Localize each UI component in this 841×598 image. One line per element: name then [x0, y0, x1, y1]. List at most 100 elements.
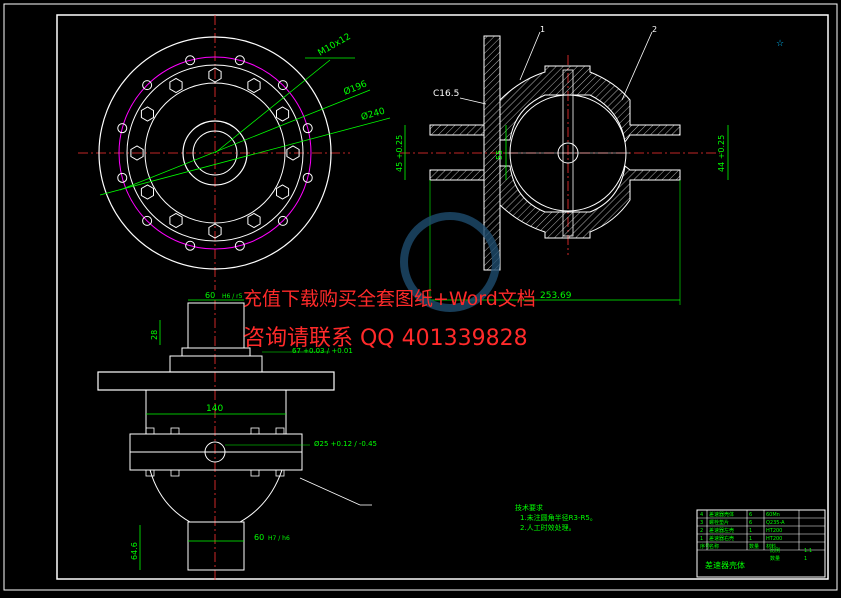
flange-outer-circle [98, 36, 332, 270]
bolt-head [130, 145, 144, 161]
dim-body: 140 [206, 404, 223, 414]
side-lower-flange-bottom [129, 451, 303, 471]
title-cell: HT200 [766, 528, 782, 534]
bolt-hole [234, 240, 245, 251]
bolt-head [208, 223, 222, 239]
title-cell: 差速器左壳 [709, 527, 734, 534]
bolt-head [169, 212, 183, 229]
title-cell: 差速器右壳 [709, 535, 734, 542]
dim-top-width: 60 [205, 291, 215, 300]
side-hub-ring [181, 347, 251, 357]
dim-bore-right: 44 +0.25 [717, 135, 726, 172]
left-shaft-top [429, 124, 485, 136]
side-leader-line [299, 477, 361, 506]
drawing-frame [56, 14, 829, 580]
bolt-hole [277, 80, 288, 91]
side-bolt-top [275, 427, 285, 435]
bore-inner-circle [192, 130, 238, 176]
title-cell: 材料 [766, 543, 776, 550]
side-bolt-bottom [170, 469, 180, 477]
title-sheet-label: 数量 [770, 555, 780, 562]
title-cell: Q235-A [766, 520, 785, 526]
bolt-hole [185, 55, 196, 66]
side-bolt-bottom [250, 469, 260, 477]
chamfer-leader [459, 97, 487, 105]
bolt-heads [130, 67, 300, 239]
bolt-head [140, 106, 154, 122]
leader-pcd [119, 89, 371, 191]
bolt-head [286, 145, 300, 161]
title-cell: 1 [749, 536, 752, 542]
watermark-line-2: 咨询请联系 QQ 401339828 [243, 326, 528, 351]
section-body-top [499, 65, 681, 144]
side-view: 60 H6 / r5 28 67 +0.03 / +0.01 140 Ø25 +… [97, 291, 377, 580]
bolt-hole [117, 172, 128, 183]
dim-bottom-width: 60 [254, 533, 264, 542]
title-cell: 序号 [700, 543, 710, 550]
side-bolt-top [170, 427, 180, 435]
outer-border [3, 3, 838, 591]
side-bottom-boss [187, 521, 245, 571]
flange-inner-circle [126, 64, 304, 242]
side-bolt-top [250, 427, 260, 435]
leader-2-line [621, 31, 653, 101]
bolt-hole [117, 123, 128, 134]
leader-2: 2 [652, 25, 657, 34]
title-cell: 螺栓垫片 [709, 519, 729, 526]
bolt-hole [302, 123, 313, 134]
hub-circle [144, 82, 286, 224]
title-part-name: 差速器壳体 [705, 560, 745, 570]
bolt-hole [142, 80, 153, 91]
left-shaft-bottom [429, 169, 485, 181]
title-cell: 名称 [709, 543, 719, 550]
leader-od [99, 117, 391, 196]
bolt-hole [234, 55, 245, 66]
dim-length: 253.69 [540, 291, 572, 301]
dim-bottom-tol: H7 / h6 [268, 535, 290, 542]
dim-top-tol: H6 / r5 [222, 293, 243, 300]
dim-inner: 55 [495, 150, 504, 160]
watermark-line-1: 充值下载购买全套图纸+Word文档 [243, 288, 536, 310]
leader-1-line [519, 31, 541, 81]
callout-thread: M10x12 [317, 32, 353, 59]
title-cell: 6 [749, 520, 752, 526]
bolt-hole [277, 215, 288, 226]
pitch-circle [118, 56, 312, 250]
side-bolts [145, 427, 285, 477]
bolt-head [247, 77, 261, 94]
dim-pin: Ø25 +0.12 / -0.45 [314, 440, 377, 448]
title-block-frame [696, 509, 826, 578]
title-scale-value: 1:1 [804, 548, 812, 554]
bore-outer-circle [182, 120, 248, 186]
bolt-hole [185, 240, 196, 251]
dim-top-height: 28 [150, 330, 159, 340]
title-cell: 6 [749, 512, 752, 518]
title-cell: HT200 [766, 536, 782, 542]
bolt-hole [302, 172, 313, 183]
leader-thread [214, 59, 331, 154]
watermark-logo-icon [400, 212, 500, 312]
bolt-hole [142, 215, 153, 226]
side-top-boss [187, 302, 245, 349]
bolt-head [276, 106, 290, 122]
dim-hub: 67 +0.03 / +0.01 [292, 347, 353, 355]
dim-bore-left: 45 +0.25 [395, 135, 404, 172]
section-flange-plate [483, 35, 501, 271]
dim-bottom-dia: 64.6 [130, 542, 139, 560]
bolt-head [208, 67, 222, 83]
leader-1: 1 [540, 25, 545, 34]
front-view: M10x12 Ø196 Ø240 [78, 15, 391, 290]
technical-notes: 技术要求 1.未注圆角半径R3-R5。 2.人工时效处理。 [515, 503, 597, 532]
side-pin-hole [204, 441, 226, 463]
bolt-holes [117, 55, 313, 251]
notes-line-2: 2.人工时效处理。 [520, 523, 576, 532]
title-cell: 60Mn [766, 512, 780, 518]
side-bolt-top [145, 427, 155, 435]
bolt-head [169, 77, 183, 94]
title-cell: 差速器壳体 [709, 511, 734, 518]
callout-pcd: Ø196 [342, 78, 369, 97]
side-lower-flange-top [129, 433, 303, 453]
title-sheet-value: 1 [804, 556, 807, 562]
